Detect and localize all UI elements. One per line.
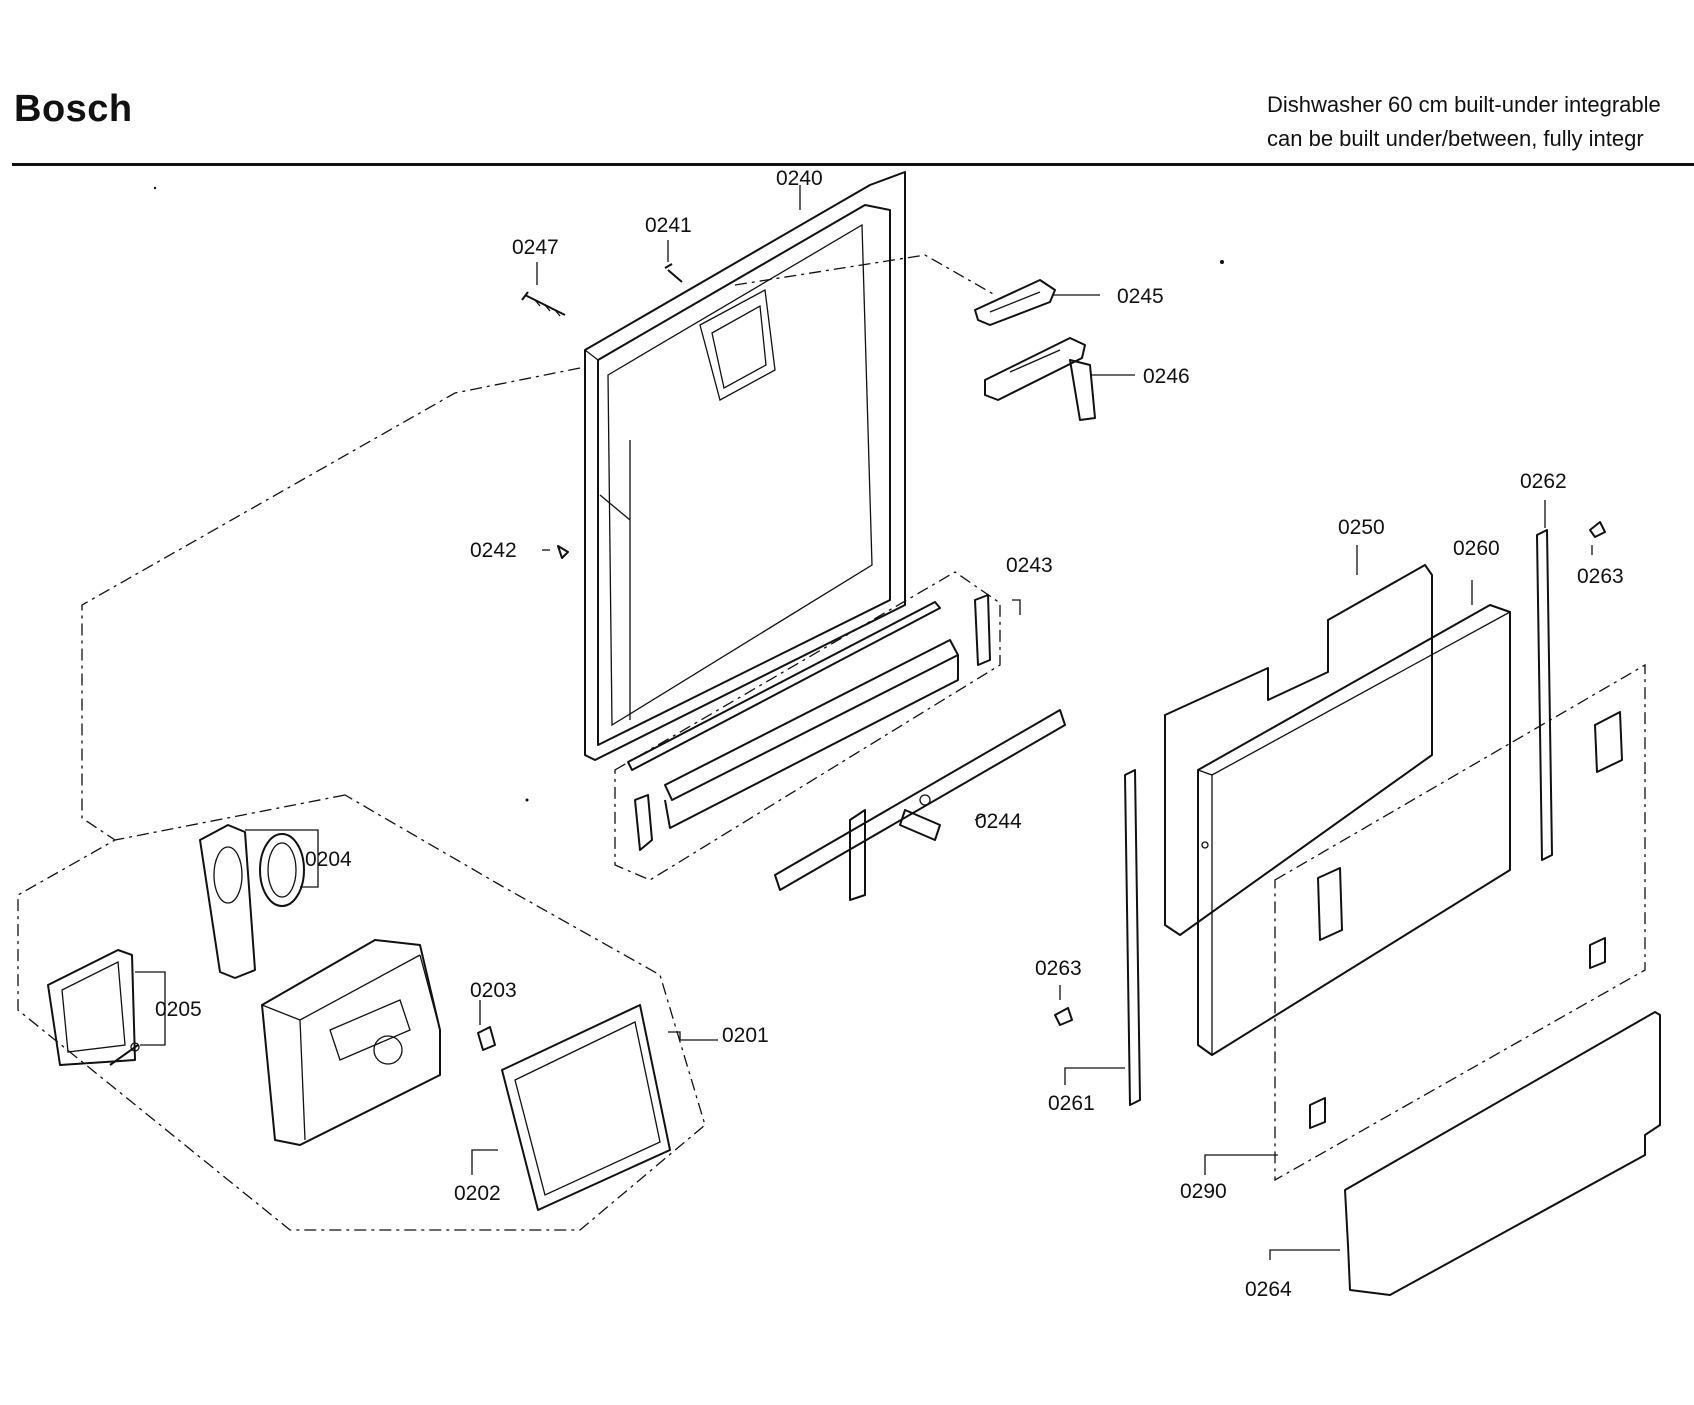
part-0205-assembly xyxy=(47,949,140,1066)
scan-specks xyxy=(153,186,1224,802)
label-0245: 0245 xyxy=(1117,285,1164,308)
label-0242: 0242 xyxy=(470,539,517,562)
header-divider xyxy=(12,163,1694,166)
brand-title: Bosch xyxy=(14,88,133,130)
label-0243: 0243 xyxy=(1006,554,1053,577)
label-0264: 0264 xyxy=(1245,1278,1292,1301)
label-0246: 0246 xyxy=(1143,365,1190,388)
label-0260: 0260 xyxy=(1453,537,1500,560)
hinge-group-outline xyxy=(614,571,1001,881)
label-0205: 0205 xyxy=(155,998,202,1021)
frame-0202-part xyxy=(501,1004,671,1211)
bracket-connector-line xyxy=(734,254,996,296)
label-0247: 0247 xyxy=(512,236,559,259)
label-0240: 0240 xyxy=(776,167,823,190)
panel-0290-outline xyxy=(1274,663,1646,1182)
panel-0250-part xyxy=(1164,564,1433,936)
door-seal-strips xyxy=(627,594,991,851)
strip-0261-part xyxy=(1124,769,1141,1106)
control-unit-part xyxy=(261,939,441,1146)
door-guide-rail-part xyxy=(774,709,1066,901)
latch-0246-part xyxy=(984,337,1096,421)
part-0204-assembly xyxy=(199,824,305,979)
panel-0260-part xyxy=(1197,604,1511,1056)
label-0261: 0261 xyxy=(1048,1092,1095,1115)
label-0241: 0241 xyxy=(645,214,692,237)
screw-0241-part xyxy=(664,263,683,283)
model-description-line2: can be built under/between, fully integr xyxy=(1267,126,1644,151)
label-0263-bottom: 0263 xyxy=(1035,957,1082,980)
model-description-line1: Dishwasher 60 cm built-under integrable xyxy=(1267,92,1661,117)
strip-0262-part xyxy=(1536,529,1553,861)
screw-0263-bottom-part xyxy=(1054,1007,1073,1026)
label-0262: 0262 xyxy=(1520,470,1567,493)
label-0250: 0250 xyxy=(1338,516,1385,539)
part-0203 xyxy=(477,1026,496,1051)
control-module-group-outline xyxy=(17,794,706,1231)
label-0244: 0244 xyxy=(975,810,1022,833)
label-0290: 0290 xyxy=(1180,1180,1227,1203)
screw-0247-part xyxy=(521,291,566,317)
label-0203: 0203 xyxy=(470,979,517,1002)
screw-0263-top-part xyxy=(1589,521,1606,538)
label-0263-top: 0263 xyxy=(1577,565,1624,588)
panel-0264-part xyxy=(1344,1011,1661,1296)
inner-door-part xyxy=(584,171,906,761)
label-0201: 0201 xyxy=(722,1024,769,1047)
label-0204: 0204 xyxy=(305,848,352,871)
bracket-0245-part xyxy=(974,279,1056,326)
panel-0290-brackets xyxy=(1309,711,1623,1129)
leader-lines xyxy=(135,185,1593,1260)
label-0202: 0202 xyxy=(454,1182,501,1205)
door-group-outline xyxy=(81,367,581,841)
clip-0242-part xyxy=(557,545,569,559)
